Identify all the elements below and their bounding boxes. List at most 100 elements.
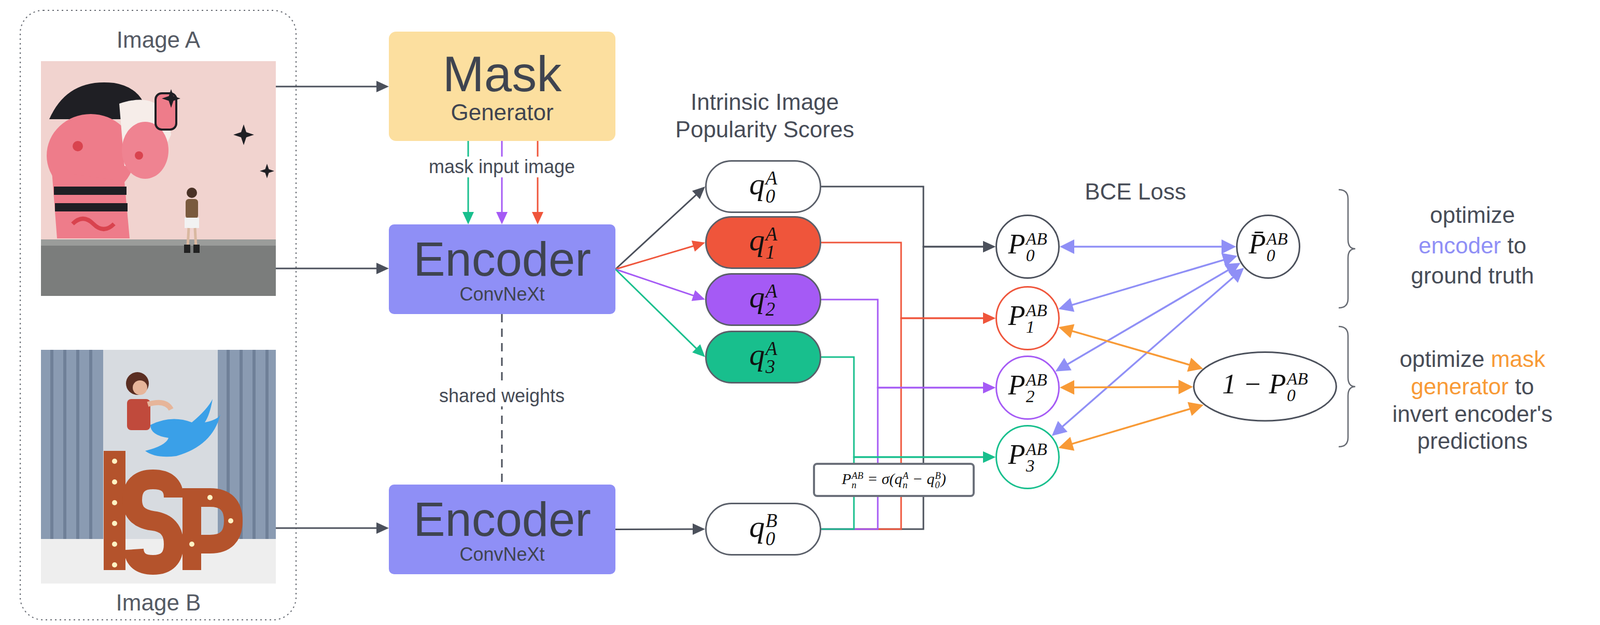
photo-b [111,521,118,527]
connector [275,80,389,93]
connector-line [821,242,985,319]
math-part: nA [902,471,909,490]
math-part: A [765,225,778,244]
arrowhead [983,451,996,463]
math-part: ) [941,470,947,488]
input-image: Image A [40,61,276,297]
arrowhead [691,290,706,302]
math-part: AB [1266,230,1288,248]
photo-a [259,163,275,179]
node-text: q0B [749,510,778,549]
photo-a [186,187,198,199]
photo-b [40,349,276,584]
math-part: AB [1026,302,1048,319]
outline [996,215,1060,279]
connector-line [615,528,694,531]
math-part: A [765,339,778,358]
arrowhead [496,212,508,225]
connector [821,357,996,463]
math-part: q [749,337,765,372]
photo-a [233,124,255,146]
photo-a [40,239,276,246]
connector-line [1071,330,1191,366]
node-text: Encoder [413,494,592,545]
connector [821,299,996,394]
node-text: ConvNeXt [459,284,545,305]
photo-b [111,479,118,485]
math-part: P [1007,228,1026,260]
photo-a [194,228,196,247]
arrowhead [1059,380,1075,396]
arrowhead [691,240,706,252]
connector-line [1071,409,1191,445]
node-text: ConvNeXt [459,544,545,565]
connector [1059,239,1237,255]
math-part: q [749,509,765,544]
math-part: 1 [765,243,776,262]
connector-line [821,318,985,530]
photo-a [40,245,276,297]
arrowhead [1051,420,1068,437]
math-part: q [749,166,765,202]
math-part: P [1007,300,1026,332]
node-text: q0A [749,167,778,206]
probability-circle: P2AB [995,355,1060,420]
encoder-box: EncoderConvNeXt [388,224,616,315]
photo-a [134,151,144,160]
math-part: P̄ [1248,228,1266,260]
arrowhead [692,186,706,200]
connector [496,141,508,225]
math-part: A [765,282,778,301]
node-text: P̄0AB [1248,229,1288,264]
photo-b [207,495,213,501]
connector-line [1073,386,1180,389]
math-part: 0A [765,169,778,206]
photo-b [111,500,118,506]
arrowhead [983,382,996,394]
connector [531,141,544,225]
connector-line [615,269,697,350]
math-part: 2A [765,282,778,319]
node-text: q1A [749,223,778,262]
math-part: 0AB [1026,230,1048,264]
outline [996,356,1060,420]
math-part: AB [851,471,864,481]
connector [615,269,706,302]
math-part: nAB [851,471,864,490]
photo-b [147,402,172,410]
image-caption: Image B [116,591,202,615]
connector [462,141,474,225]
label-block: Intrinsic Image Popularity Scores [661,88,869,144]
label-block: optimize mask generator to invert encode… [1384,345,1561,456]
connector [1059,380,1194,396]
math-part: 0 [934,480,940,490]
photo-b [103,451,126,571]
math-part: = σ(q [863,470,903,488]
arrowhead [983,451,996,463]
connector [275,522,389,535]
connector [615,240,706,270]
outline [1237,215,1300,279]
arrowhead [531,212,544,225]
connector-line [1071,259,1225,306]
photo-a [184,217,200,229]
math-part: − q [908,470,935,488]
arrowhead [462,212,474,225]
connector [1058,253,1238,313]
photo-b [111,562,118,568]
math-part: n [851,480,856,490]
photo-a [51,171,130,239]
photo-b [132,380,148,396]
math-part: 1AB [1026,302,1048,336]
math-part: B [934,471,941,481]
arrowhead [376,262,389,275]
photo-a [72,141,83,152]
arrowhead [1058,437,1075,452]
edge-label: shared weights [434,385,569,407]
connector-line [275,527,378,530]
math-part: 2 [1026,388,1035,405]
outline [996,287,1060,350]
arrowhead [1055,357,1072,372]
math-part: 3A [765,339,778,377]
math-part: 0 [765,529,776,549]
